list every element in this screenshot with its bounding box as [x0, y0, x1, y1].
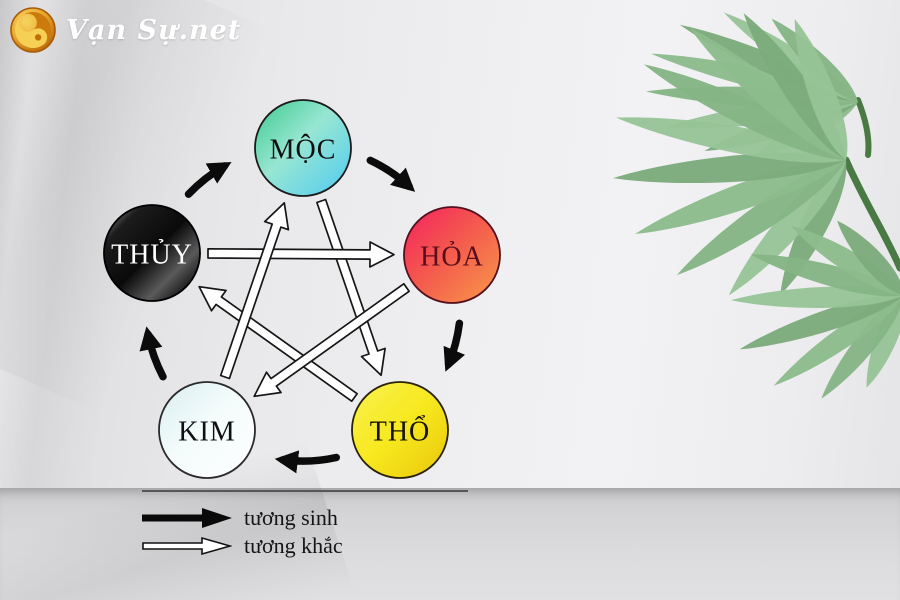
yin-yang-icon: [10, 7, 56, 53]
legend-label-sinh: tương sinh: [244, 505, 338, 530]
element-circle-tho: [351, 381, 449, 479]
element-label-hoa: HỎA: [420, 242, 484, 273]
element-moc: MỘC: [254, 99, 352, 197]
logo-text: Vạn Sự.net: [66, 14, 242, 46]
khac-arrow-moc-tho: [316, 198, 386, 377]
khac-arrow-tho-thuy: [198, 285, 358, 403]
sinh-arrow-hoa-tho: [443, 319, 466, 372]
element-tho: THỔ: [351, 381, 449, 479]
element-circle-kim: [158, 381, 256, 479]
legend-divider-line: [142, 490, 468, 492]
site-logo: Vạn Sự.net: [10, 7, 241, 53]
sinh-arrow-icon: [142, 508, 232, 528]
element-thuy: THỦY: [103, 204, 201, 302]
element-label-moc: MỘC: [270, 135, 337, 166]
element-circle-hoa: [403, 206, 501, 304]
element-label-tho: THỔ: [370, 416, 431, 448]
legend-row-khac: tương khắc: [142, 532, 472, 560]
sinh-arrow-tho-kim: [274, 450, 341, 474]
element-label-thuy: THỦY: [111, 240, 193, 271]
element-hoa: HỎA: [403, 206, 501, 304]
sinh-arrow-kim-thuy: [139, 326, 167, 381]
khac-arrow-kim-moc: [219, 202, 290, 380]
khac-arrow-thuy-hoa: [207, 241, 395, 268]
khac-arrow-icon: [142, 536, 232, 556]
plant-decoration: [612, 12, 900, 399]
element-label-kim: KIM: [178, 417, 235, 448]
sinh-arrow-moc-hoa: [366, 156, 416, 192]
legend: tương sinh tương khắc: [142, 490, 472, 560]
legend-row-sinh: tương sinh: [142, 504, 472, 532]
legend-label-khac: tương khắc: [244, 533, 343, 558]
element-circle-thuy: [103, 204, 201, 302]
element-circle-moc: [254, 99, 352, 197]
sinh-arrow-thuy-moc: [184, 161, 232, 198]
khac-arrow-hoa-kim: [253, 282, 410, 398]
element-kim: KIM: [158, 381, 256, 479]
